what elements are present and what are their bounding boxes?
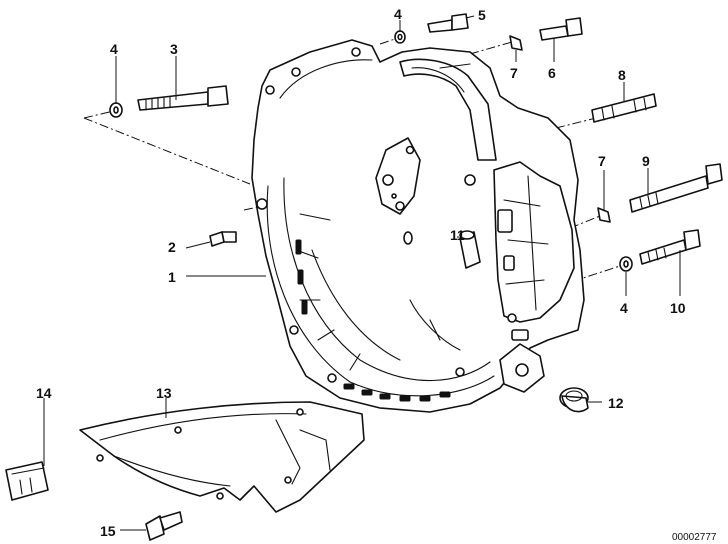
callout-4-left: 4: [110, 41, 118, 57]
plug-part-2: [209, 231, 237, 247]
washer-part-4-right: [619, 256, 633, 272]
washer-part-4-left: [109, 102, 123, 118]
bolt-part-6: [539, 17, 583, 41]
callout-7-top: 7: [510, 65, 518, 81]
bolt-part-10: [639, 229, 701, 265]
callout-6: 6: [548, 65, 556, 81]
callout-1: 1: [168, 269, 176, 285]
bolt-part-5: [427, 13, 469, 33]
bolt-part-3: [137, 85, 229, 111]
callout-13: 13: [156, 385, 172, 401]
callout-4-top: 4: [394, 6, 402, 22]
callout-5: 5: [478, 7, 486, 23]
leader-lines: [43, 15, 681, 531]
callout-3: 3: [170, 41, 178, 57]
document-id: 00002777: [672, 532, 717, 543]
callout-4-right: 4: [620, 300, 628, 316]
stud-part-8: [591, 93, 657, 123]
washer-part-4-top: [394, 30, 406, 44]
callout-2: 2: [168, 239, 176, 255]
callout-14: 14: [36, 385, 52, 401]
callout-10: 10: [670, 300, 686, 316]
transmission-housing: [251, 39, 585, 413]
callout-9: 9: [642, 153, 650, 169]
callout-12: 12: [608, 395, 624, 411]
dowel-part-11: [459, 230, 481, 269]
cap-part-12: [559, 387, 589, 413]
lockwasher-part-7-top: [509, 35, 523, 51]
screw-part-15: [145, 511, 183, 541]
lockwasher-part-7-right: [597, 207, 611, 223]
callout-labels: 1 2 3 4 4 4 5 6 7 7 8 9 10 11 12 13 14 1…: [36, 6, 686, 539]
cover-plate-part-13: [79, 401, 365, 513]
callout-15: 15: [100, 523, 116, 539]
callout-8: 8: [618, 67, 626, 83]
callout-7-right: 7: [598, 153, 606, 169]
block-part-14: [5, 461, 49, 501]
bolt-part-9: [629, 163, 723, 213]
callout-11: 11: [450, 227, 465, 243]
